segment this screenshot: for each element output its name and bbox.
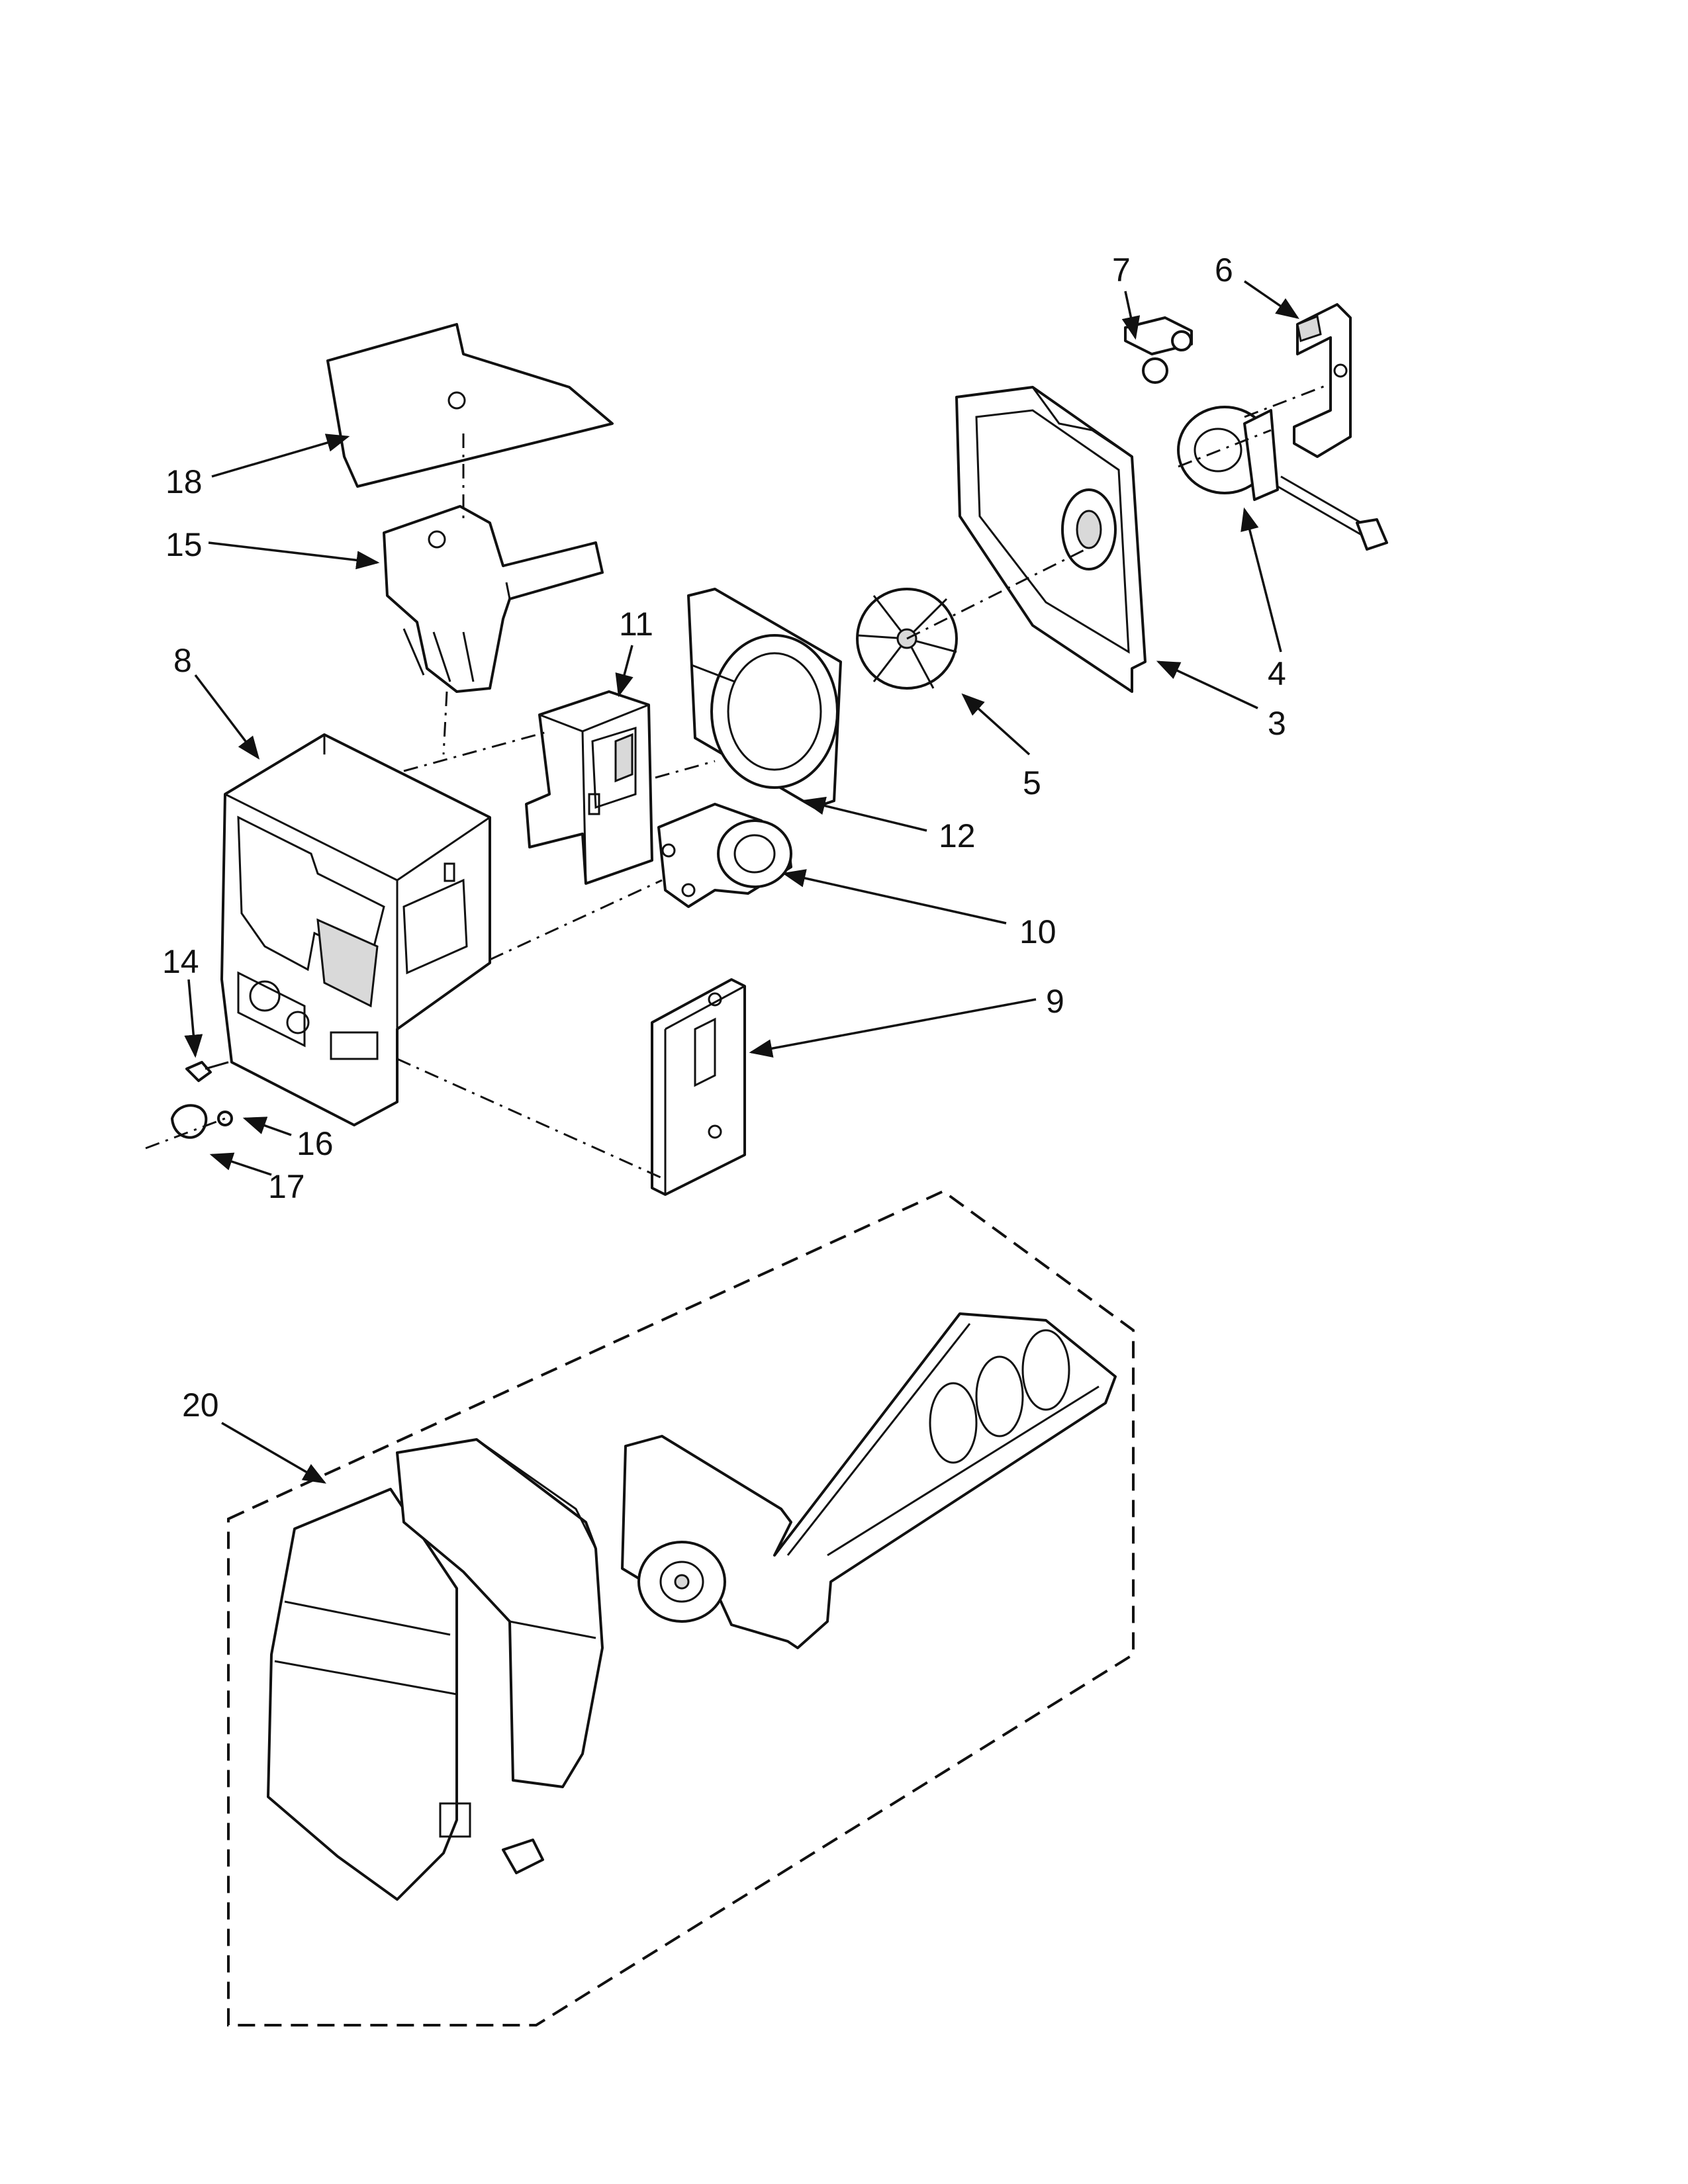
part-3-fan-housing — [955, 386, 1147, 693]
callout-17: 17 — [268, 1168, 305, 1205]
callout-8: 8 — [173, 642, 192, 679]
part-10-gear-motor — [657, 803, 792, 908]
callout-12: 12 — [939, 817, 976, 854]
callout-5: 5 — [1023, 764, 1041, 801]
callout-15: 15 — [165, 526, 203, 563]
assembly-center-lines — [145, 383, 1331, 1179]
callout-9: 9 — [1046, 983, 1064, 1020]
part-16-washer — [217, 1111, 233, 1126]
part-8-dispenser-housing — [220, 733, 491, 1126]
callout-10: 10 — [1019, 913, 1056, 950]
part-7-mount-bracket — [1124, 316, 1193, 384]
callout-labels: 18 15 8 14 16 17 11 12 10 9 5 3 4 7 6 20 — [162, 251, 1286, 1424]
callout-11: 11 — [619, 606, 653, 643]
part-9-door-panel — [651, 978, 746, 1196]
callout-20: 20 — [182, 1387, 219, 1424]
callout-14: 14 — [162, 943, 199, 980]
part-4-fan-motor — [1177, 406, 1388, 551]
part-11-switch-assembly — [525, 690, 653, 885]
callout-16: 16 — [297, 1125, 334, 1162]
part-20-ice-bin-assembly — [227, 1189, 1135, 2026]
callout-6: 6 — [1215, 251, 1233, 289]
part-6-motor-bracket — [1293, 303, 1352, 458]
callout-leaders — [184, 280, 1299, 1484]
part-15-ice-chute — [383, 505, 604, 693]
part-12-fan-shroud — [687, 588, 842, 809]
callout-4: 4 — [1268, 655, 1286, 692]
callout-3: 3 — [1268, 705, 1286, 742]
callout-7: 7 — [1112, 251, 1131, 289]
callout-18: 18 — [165, 463, 203, 500]
part-18-gasket — [326, 323, 614, 488]
part-17-clip — [171, 1104, 208, 1139]
part-14-screw — [185, 1061, 229, 1082]
